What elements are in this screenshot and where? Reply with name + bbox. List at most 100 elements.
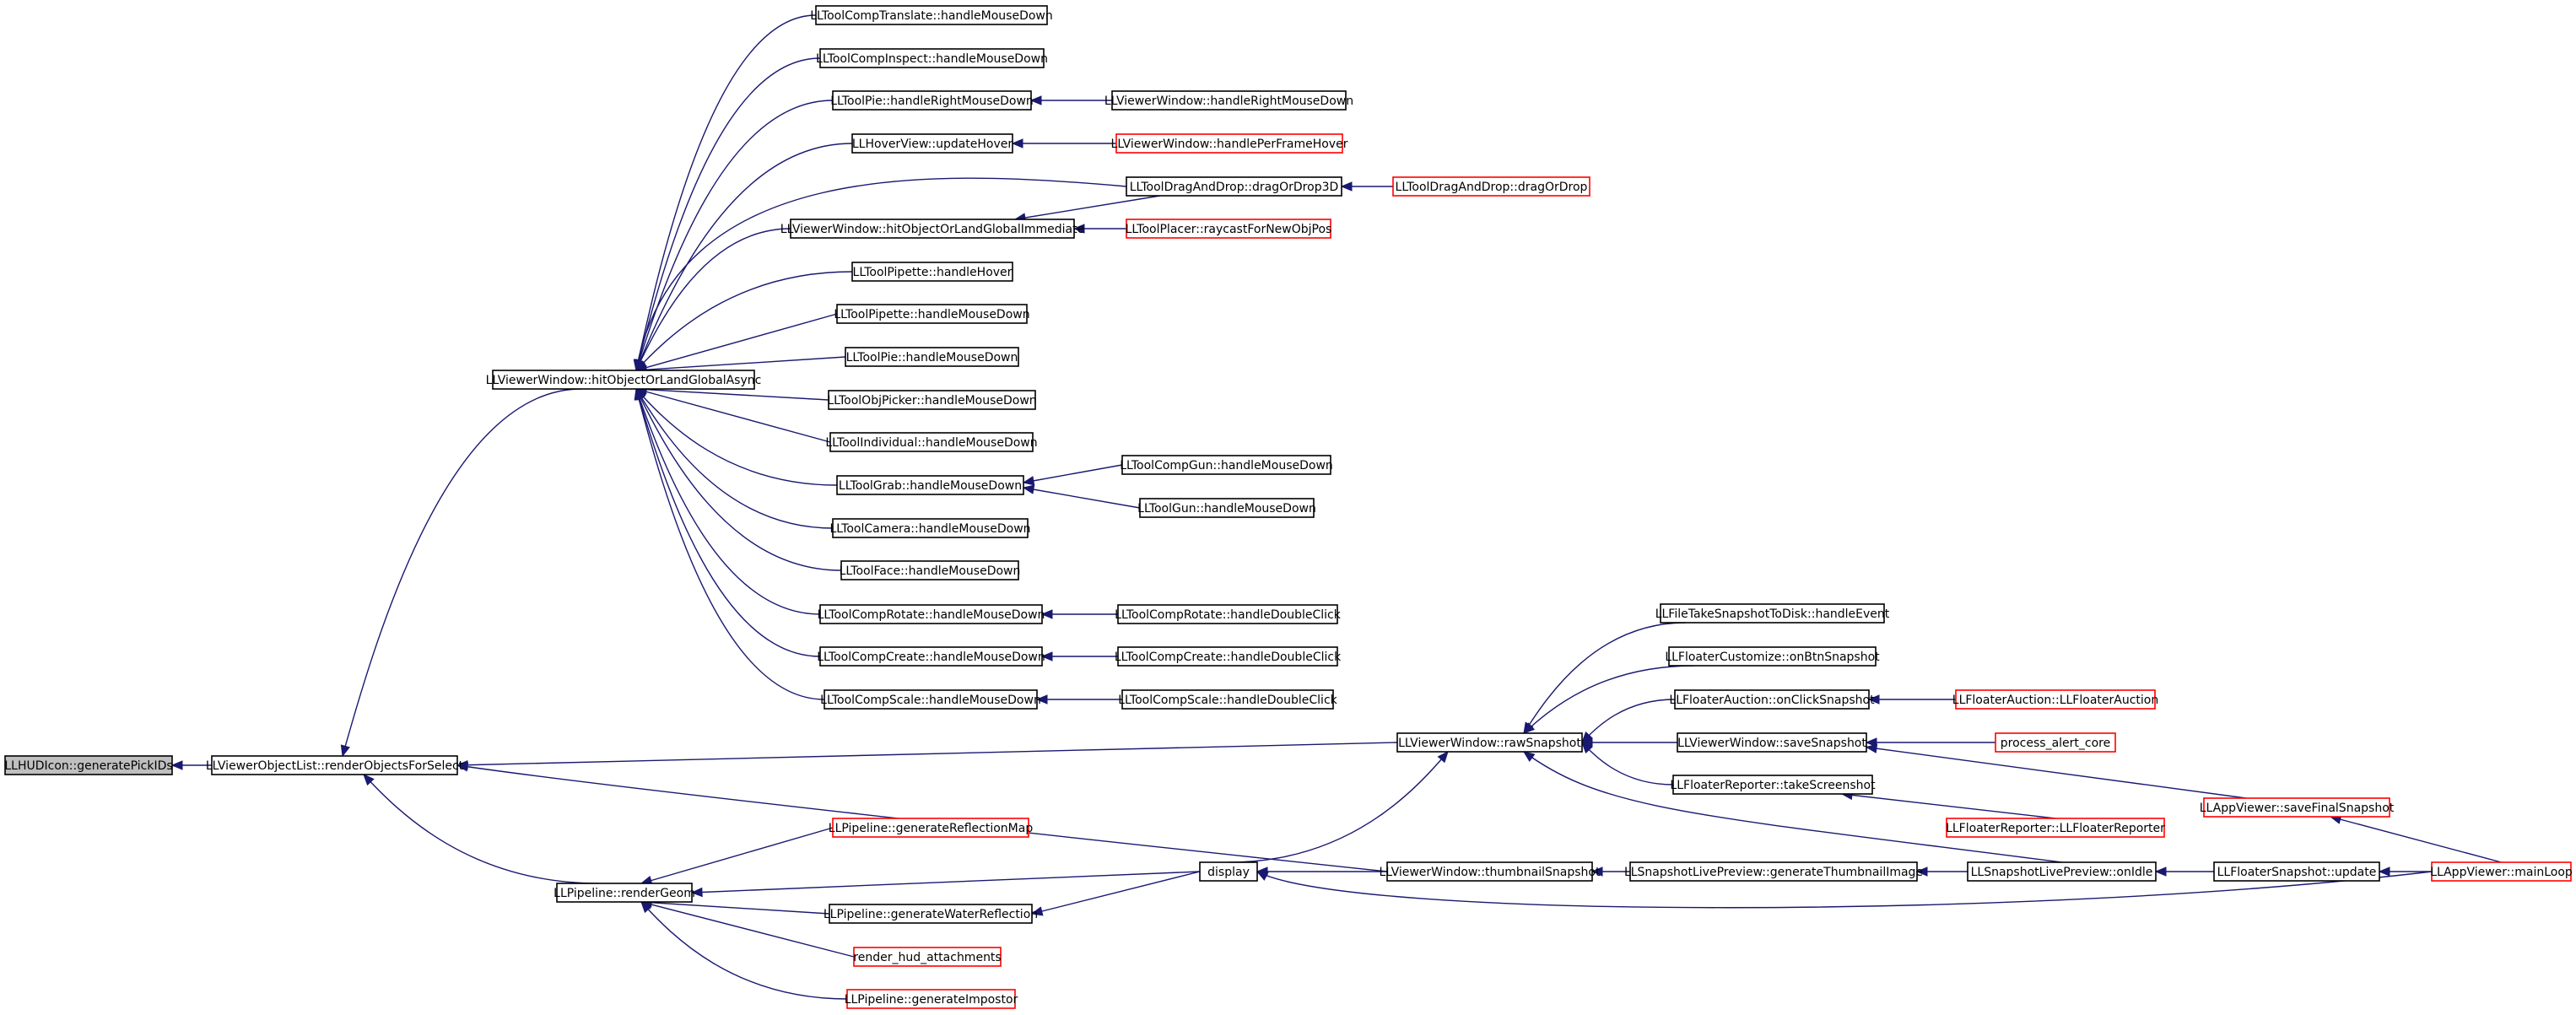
node-n7[interactable]: LLHoverView::updateHover	[851, 133, 1013, 154]
edge-line	[640, 901, 848, 1000]
node-n10[interactable]: LLToolDragAndDrop::dragOrDrop	[1392, 176, 1590, 197]
node-n40[interactable]: LLPipeline::renderGeom	[554, 883, 695, 903]
node-box	[829, 904, 1033, 924]
node-label: LLToolPipette::handleHover	[853, 266, 1013, 279]
node-n36[interactable]: LLFloaterReporter::takeScreenshot	[1670, 775, 1876, 795]
node-label: LLViewerWindow::rawSnapshot	[1398, 737, 1581, 750]
node-label: LLToolGun::handleMouseDown	[1137, 502, 1316, 516]
node-n21[interactable]: LLToolCamera::handleMouseDown	[829, 518, 1031, 538]
node-n6[interactable]: LLViewerWindow::handleRightMouseDown	[1104, 90, 1353, 111]
node-n3[interactable]: LLToolCompTranslate::handleMouseDown	[810, 5, 1053, 25]
node-n46[interactable]: LLAppViewer::mainLoop	[2430, 861, 2573, 882]
node-n43[interactable]: LLSnapshotLivePreview::generateThumbnail…	[1624, 861, 1923, 882]
node-n11[interactable]: LLViewerWindow::hitObjectOrLandGlobalImm…	[780, 219, 1084, 239]
node-box	[1117, 604, 1338, 624]
edge-n45-to-n44	[2154, 867, 2214, 877]
node-n16[interactable]: LLToolObjPicker::handleMouseDown	[827, 390, 1037, 410]
node-n20[interactable]: LLToolGun::handleMouseDown	[1137, 498, 1316, 518]
node-n13[interactable]: LLToolPipette::handleHover	[851, 262, 1013, 282]
edge-n42-to-n41	[1256, 867, 1387, 877]
node-n4[interactable]: LLToolCompInspect::handleMouseDown	[816, 48, 1048, 68]
node-label: LLViewerWindow::handleRightMouseDown	[1104, 94, 1353, 108]
node-box	[790, 219, 1075, 239]
node-n15[interactable]: LLToolPie::handleMouseDown	[845, 347, 1019, 367]
node-n5[interactable]: LLToolPie::handleRightMouseDown	[830, 90, 1034, 111]
node-n14[interactable]: LLToolPipette::handleMouseDown	[834, 304, 1030, 324]
edge-arrowhead	[1867, 694, 1880, 705]
node-label: LLToolDragAndDrop::dragOrDrop	[1396, 181, 1588, 194]
node-n33[interactable]: LLFloaterAuction::LLFloaterAuction	[1952, 689, 2158, 710]
node-label: LLFileTakeSnapshotToDisk::handleEvent	[1655, 607, 1890, 621]
edge-arrowhead	[1011, 138, 1023, 148]
edge-line	[1014, 195, 1161, 220]
node-label: LLHoverView::updateHover	[852, 138, 1013, 151]
node-n28[interactable]: LLToolCompScale::handleDoubleClick	[1118, 689, 1338, 710]
node-box	[1121, 689, 1334, 710]
node-box	[836, 304, 1028, 324]
edge-arrowhead	[363, 774, 375, 786]
node-box	[1677, 732, 1867, 753]
node-n29[interactable]: LLViewerWindow::rawSnapshot	[1396, 732, 1583, 753]
node-label: LLSnapshotLivePreview::onIdle	[1971, 866, 2153, 879]
node-label: LLToolCompRotate::handleDoubleClick	[1115, 608, 1342, 622]
edge-arrowhead	[170, 760, 183, 770]
edge-n6-to-n5	[1029, 95, 1112, 105]
node-box	[2431, 861, 2572, 882]
node-label: LLViewerWindow::hitObjectOrLandGlobalAsy…	[486, 374, 762, 387]
node-n34[interactable]: LLViewerWindow::saveSnapshot	[1677, 732, 1867, 753]
node-n44[interactable]: LLSnapshotLivePreview::onIdle	[1967, 861, 2157, 882]
node-box	[492, 370, 755, 390]
node-n41[interactable]: display	[1199, 861, 1258, 882]
node-n2[interactable]: LLViewerWindow::hitObjectOrLandGlobalAsy…	[486, 370, 762, 390]
node-n9[interactable]: LLToolDragAndDrop::dragOrDrop3D	[1126, 176, 1342, 197]
node-box	[851, 262, 1013, 282]
node-n24[interactable]: LLToolCompRotate::handleDoubleClick	[1115, 604, 1342, 624]
node-n0[interactable]: LLHUDIcon::generatePickIDs	[4, 755, 173, 775]
node-n39[interactable]: LLPipeline::generateReflectionMap	[829, 818, 1034, 838]
node-n49[interactable]: LLPipeline::generateImpostor	[845, 989, 1018, 1009]
node-n45[interactable]: LLFloaterSnapshot::update	[2213, 861, 2380, 882]
node-n42[interactable]: LLViewerWindow::thumbnailSnapshot	[1380, 861, 1601, 882]
node-label: LLViewerWindow::hitObjectOrLandGlobalImm…	[780, 223, 1084, 236]
node-n12[interactable]: LLToolPlacer::raycastForNewObjPos	[1126, 219, 1332, 239]
node-n17[interactable]: LLToolIndividual::handleMouseDown	[825, 432, 1038, 452]
node-label: LLToolCompCreate::handleMouseDown	[817, 651, 1045, 664]
node-label: LLToolPie::handleMouseDown	[846, 351, 1018, 364]
node-n27[interactable]: LLToolCompScale::handleMouseDown	[820, 689, 1041, 710]
edge-n24-to-n23	[1040, 609, 1118, 619]
edge-n31-to-n29	[1523, 665, 1695, 734]
edge-layer	[170, 14, 2502, 1000]
edge-n3-to-n2	[634, 14, 817, 372]
node-n19[interactable]: LLToolCompGun::handleMouseDown	[1120, 455, 1333, 475]
node-n37[interactable]: LLFloaterReporter::LLFloaterReporter	[1946, 818, 2165, 838]
node-box	[845, 347, 1019, 367]
node-n1[interactable]: LLViewerObjectList::renderObjectsForSele…	[206, 755, 464, 775]
edge-line	[640, 901, 830, 915]
edge-line	[1031, 871, 1201, 915]
node-box	[1386, 861, 1593, 882]
edge-line	[635, 271, 853, 371]
edge-n39-to-n40	[640, 827, 834, 886]
node-n18[interactable]: LLToolGrab::handleMouseDown	[836, 475, 1024, 495]
node-n38[interactable]: LLAppViewer::saveFinalSnapshot	[2200, 797, 2395, 818]
node-box	[829, 432, 1034, 452]
node-n31[interactable]: LLFloaterCustomize::onBtnSnapshot	[1665, 646, 1880, 667]
node-n35[interactable]: process_alert_core	[1995, 732, 2116, 753]
node-n26[interactable]: LLToolCompCreate::handleDoubleClick	[1115, 646, 1342, 667]
node-n48[interactable]: render_hud_attachments	[853, 947, 1002, 967]
edge-arrowhead	[1022, 476, 1035, 486]
node-n25[interactable]: LLToolCompCreate::handleMouseDown	[817, 646, 1045, 667]
node-n47[interactable]: LLPipeline::generateWaterReflection	[824, 904, 1038, 924]
node-n30[interactable]: LLFileTakeSnapshotToDisk::handleEvent	[1655, 603, 1890, 624]
edge-line	[691, 871, 1201, 894]
edge-arrowhead	[340, 744, 350, 758]
node-n23[interactable]: LLToolCompRotate::handleMouseDown	[818, 604, 1045, 624]
node-n32[interactable]: LLFloaterAuction::onClickSnapshot	[1669, 689, 1875, 710]
node-n22[interactable]: LLToolFace::handleMouseDown	[840, 560, 1021, 580]
edge-line	[635, 313, 838, 371]
node-n8[interactable]: LLViewerWindow::handlePerFrameHover	[1111, 133, 1348, 154]
node-box	[819, 604, 1043, 624]
edge-line	[363, 774, 600, 884]
edge-line	[635, 57, 821, 371]
node-box	[836, 475, 1024, 495]
